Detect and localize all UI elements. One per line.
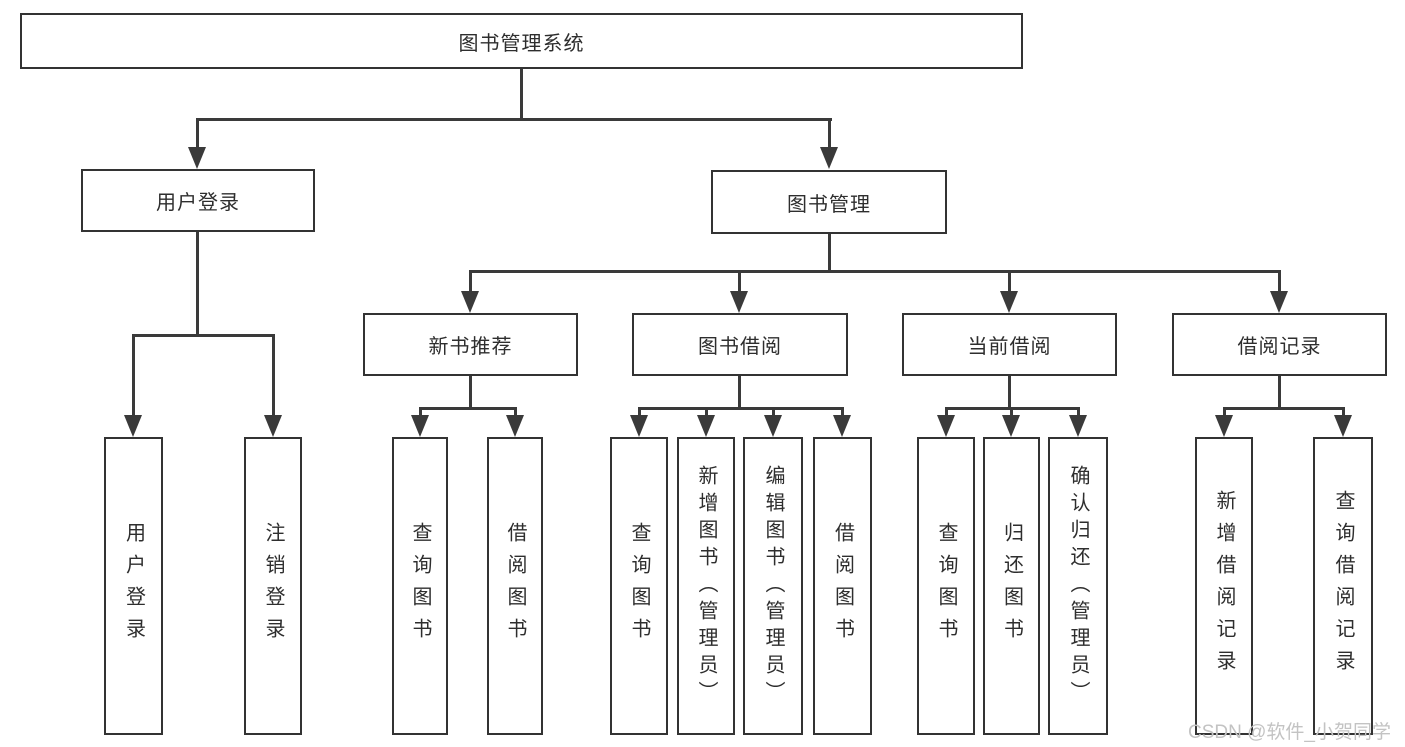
- leaf-label: 查询图书: [935, 522, 957, 650]
- arrow-down-icon: [411, 415, 429, 437]
- node-label: 用户登录: [156, 192, 240, 214]
- node-library-management-system: 图书管理系统: [20, 13, 1023, 69]
- leaf-label: 查询图书: [628, 522, 650, 650]
- leaf-label: 借阅图书: [504, 522, 526, 650]
- connector-line: [1223, 407, 1345, 410]
- arrow-down-icon: [937, 415, 955, 437]
- connector-line: [469, 270, 1281, 273]
- node-label: 图书管理系统: [458, 32, 585, 55]
- leaf-logout: 注销登录: [244, 437, 302, 735]
- arrow-down-icon: [1270, 291, 1288, 313]
- connector-line: [419, 407, 422, 420]
- arrow-down-icon: [833, 415, 851, 437]
- connector-line: [272, 334, 275, 417]
- leaf-label: 借阅图书: [831, 522, 854, 650]
- connector-line: [196, 232, 199, 335]
- arrow-down-icon: [264, 415, 282, 437]
- arrow-down-icon: [1069, 415, 1087, 437]
- connector-line: [1008, 270, 1011, 294]
- node-current-borrow: 当前借阅: [902, 313, 1117, 376]
- arrow-down-icon: [630, 415, 648, 437]
- node-book-borrow: 图书借阅: [632, 313, 848, 376]
- leaf-add-book-admin: 新增图书（管理员）: [677, 437, 735, 735]
- connector-line: [828, 234, 831, 271]
- connector-line: [841, 407, 844, 420]
- leaf-user-login: 用户登录: [104, 437, 163, 735]
- arrow-down-icon: [1334, 415, 1352, 437]
- connector-line: [738, 376, 741, 408]
- arrow-down-icon: [1000, 291, 1018, 313]
- leaf-add-borrow-record: 新增借阅记录: [1195, 437, 1253, 735]
- arrow-down-icon: [1215, 415, 1233, 437]
- arrow-down-icon: [697, 415, 715, 437]
- leaf-query-books-current: 查询图书: [917, 437, 975, 735]
- leaf-return-books: 归还图书: [983, 437, 1040, 735]
- leaf-query-books-recommend: 查询图书: [392, 437, 448, 735]
- node-label: 当前借阅: [967, 336, 1052, 358]
- arrow-down-icon: [124, 415, 142, 437]
- arrow-down-icon: [461, 291, 479, 313]
- connector-line: [1010, 407, 1013, 420]
- leaf-label: 查询图书: [409, 522, 431, 650]
- connector-line: [772, 407, 775, 420]
- connector-line: [945, 407, 948, 420]
- connector-line: [1008, 376, 1011, 408]
- leaf-label: 查询借阅记录: [1332, 490, 1354, 682]
- arrow-down-icon: [188, 147, 206, 169]
- leaf-label: 确认归还（管理员）: [1067, 464, 1089, 708]
- connector-line: [419, 407, 517, 410]
- node-borrow-records: 借阅记录: [1172, 313, 1387, 376]
- leaf-label: 新增图书（管理员）: [695, 464, 717, 708]
- connector-line: [738, 270, 741, 294]
- connector-line: [1278, 270, 1281, 294]
- node-label: 图书借阅: [698, 336, 782, 358]
- leaf-label: 用户登录: [122, 522, 145, 650]
- connector-line: [1077, 407, 1080, 420]
- arrow-down-icon: [764, 415, 782, 437]
- connector-line: [638, 407, 641, 420]
- csdn-watermark: CSDN @软件_小贺同学: [1188, 722, 1391, 743]
- arrow-down-icon: [730, 291, 748, 313]
- leaf-borrow-books-recommend: 借阅图书: [487, 437, 543, 735]
- leaf-label: 注销登录: [262, 522, 284, 650]
- arrow-down-icon: [1002, 415, 1020, 437]
- connector-line: [520, 69, 523, 120]
- node-label: 图书管理: [787, 193, 871, 216]
- connector-line: [514, 407, 517, 420]
- connector-line: [196, 118, 199, 152]
- connector-line: [705, 407, 708, 420]
- arrow-down-icon: [506, 415, 524, 437]
- leaf-label: 新增借阅记录: [1213, 490, 1235, 682]
- connector-line: [1342, 407, 1345, 420]
- connector-line: [132, 334, 275, 337]
- node-new-book-recommend: 新书推荐: [363, 313, 578, 376]
- leaf-label: 归还图书: [1000, 522, 1023, 650]
- node-label: 借阅记录: [1237, 336, 1322, 358]
- node-user-login: 用户登录: [81, 169, 315, 232]
- node-label: 新书推荐: [428, 336, 513, 358]
- connector-line: [469, 376, 472, 408]
- arrow-down-icon: [820, 147, 838, 169]
- leaf-query-borrow-record: 查询借阅记录: [1313, 437, 1373, 735]
- leaf-label: 编辑图书（管理员）: [762, 464, 784, 708]
- connector-line: [196, 118, 832, 121]
- connector-line: [828, 118, 831, 152]
- connector-line: [638, 407, 844, 410]
- leaf-borrow-books-borrow: 借阅图书: [813, 437, 872, 735]
- connector-line: [132, 334, 135, 417]
- leaf-query-books-borrow: 查询图书: [610, 437, 668, 735]
- leaf-edit-book-admin: 编辑图书（管理员）: [743, 437, 803, 735]
- leaf-confirm-return-admin: 确认归还（管理员）: [1048, 437, 1108, 735]
- connector-line: [469, 270, 472, 294]
- connector-line: [1223, 407, 1226, 420]
- node-book-management: 图书管理: [711, 170, 947, 234]
- connector-line: [1278, 376, 1281, 408]
